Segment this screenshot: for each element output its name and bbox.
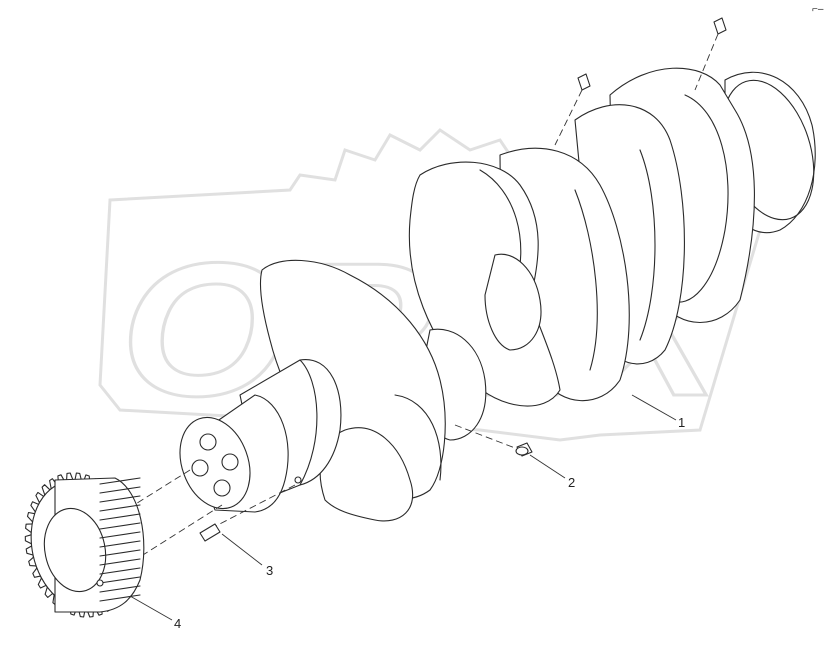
gear-tooth-line: [99, 558, 141, 566]
dowel-pin-part-2: [454, 424, 533, 457]
bolt-hole: [213, 479, 231, 497]
gear-tooth-line: [99, 567, 141, 575]
gear-tooth-line: [99, 540, 141, 548]
gear-tooth-line: [99, 504, 141, 512]
bolt-hole: [191, 459, 209, 477]
crankshaft-nose-face: [179, 416, 251, 510]
gear-tooth-line: [99, 531, 141, 539]
gear-tooth-line: [99, 477, 141, 485]
dowel-pins-top: [554, 17, 727, 146]
bolt-hole: [199, 433, 217, 451]
bolt-hole: [221, 453, 239, 471]
gear-tooth-line: [99, 495, 141, 503]
gear-tooth-line: [99, 576, 141, 584]
gear-helical-teeth-face: [99, 477, 141, 602]
gear-tooth-line: [99, 594, 141, 602]
gear-tooth-line: [99, 486, 141, 494]
callouts: 1 2 3 4: [129, 394, 685, 631]
callout-2: 2: [568, 475, 575, 490]
callout-1: 1: [678, 415, 685, 430]
callout-4: 4: [174, 616, 181, 631]
gear-bore: [43, 507, 107, 593]
corner-mark: ⌐–: [812, 4, 824, 15]
gear-tooth-line: [99, 513, 141, 521]
gear-tooth-line: [99, 522, 141, 530]
key-part-3: [199, 484, 296, 542]
crankshaft-counterweight-front: [259, 259, 446, 500]
gear-tooth-line: [99, 585, 141, 593]
crankshaft-gear-part-4: [24, 469, 223, 618]
callout-3: 3: [266, 563, 273, 578]
gear-tooth-line: [99, 549, 141, 557]
crankshaft-part-1: [179, 67, 816, 522]
